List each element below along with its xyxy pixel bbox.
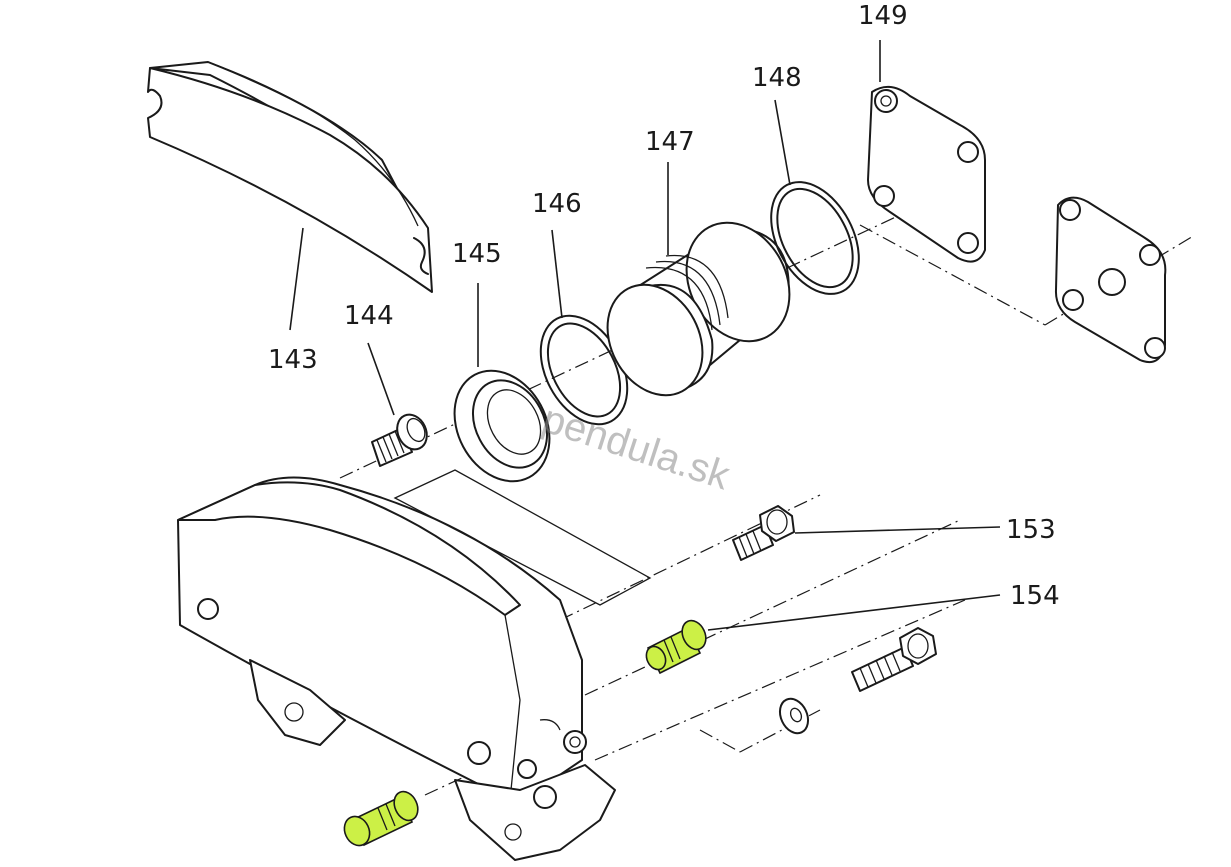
o-ring-148[interactable]: [753, 167, 876, 309]
washer[interactable]: [775, 694, 814, 738]
label-146: 146: [532, 189, 582, 219]
label-143: 143: [268, 345, 318, 375]
watermark: pendula.sk: [537, 397, 736, 499]
brake-pad-143[interactable]: [147, 61, 433, 293]
part-labels: 143 144 145 146 147 148 149 153 154: [268, 1, 1060, 611]
bleed-nipple-154-lower[interactable]: [340, 788, 423, 850]
label-144: 144: [344, 301, 394, 331]
bolt-144[interactable]: [371, 410, 432, 467]
label-154: 154: [1010, 581, 1060, 611]
cover-plate-149-lower[interactable]: [1054, 196, 1167, 364]
caliper-body[interactable]: [177, 469, 652, 861]
label-147: 147: [645, 127, 695, 157]
dust-seal-145[interactable]: [436, 354, 568, 498]
label-153: 153: [1006, 515, 1056, 545]
piston-147[interactable]: [589, 205, 810, 412]
label-145: 145: [452, 239, 502, 269]
bleed-nipple-154-upper[interactable]: [643, 617, 711, 675]
label-148: 148: [752, 63, 802, 93]
cover-plate-149-upper[interactable]: [867, 85, 986, 263]
guide-bolt[interactable]: [851, 627, 937, 692]
bolt-153[interactable]: [732, 505, 795, 561]
label-149: 149: [858, 1, 908, 31]
leader-lines: [289, 40, 1001, 631]
